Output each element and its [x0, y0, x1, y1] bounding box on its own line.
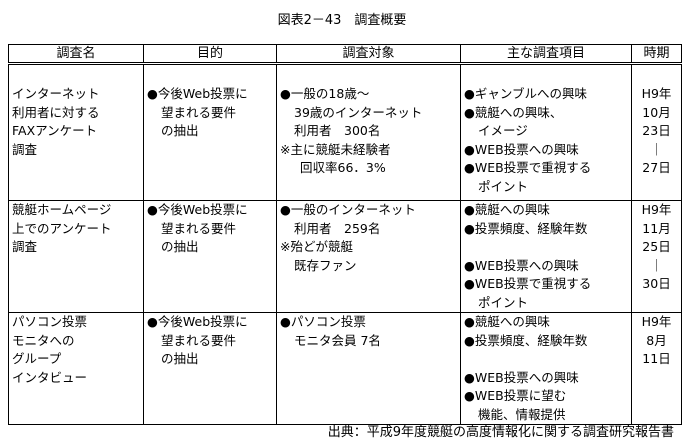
cell-purpose: ●今後Web投票に 望まれる要件 の抽出	[143, 63, 277, 201]
source-citation: 出典：平成9年度競艇の高度情報化に関する調査研究報告書	[327, 425, 674, 440]
header-items: 主な調査項目	[460, 44, 632, 65]
survey-overview-table: 調査名 目的 調査対象 主な調査項目 時期 インターネット 利用者に対する FA…	[8, 44, 682, 425]
cell-target: ●一般の18歳～ 39歳のインターネット 利用者 300名 ※主に競艇未経験者 …	[276, 63, 461, 201]
header-survey-name: 調査名	[8, 44, 144, 65]
cell-survey-name: パソコン投票 モニタへの グループ インタビュー	[8, 312, 144, 425]
cell-period: H9年 10月 23日 ｜ 27日	[631, 63, 682, 201]
cell-target: ●一般のインターネット 利用者 259名 ※殆どが競艇 既存ファン	[276, 200, 461, 313]
header-target: 調査対象	[276, 44, 461, 65]
header-period: 時期	[631, 44, 682, 65]
cell-survey-name: インターネット 利用者に対する FAXアンケート 調査	[8, 63, 144, 201]
table-row: 競艇ホームページ 上でのアンケート 調査 ●今後Web投票に 望まれる要件 の抽…	[8, 200, 682, 313]
cell-period: H9年 8月 11日	[631, 312, 682, 425]
header-purpose: 目的	[143, 44, 277, 65]
cell-items: ●ギャンブルへの興味 ●競艇への興味、 イメージ ●WEB投票への興味 ●WEB…	[460, 63, 632, 201]
figure-title: 図表2－43 調査概要	[277, 13, 407, 28]
cell-items: ●競艇への興味 ●投票頻度、経験年数 ●WEB投票への興味 ●WEB投票で重視す…	[460, 200, 632, 313]
cell-purpose: ●今後Web投票に 望まれる要件 の抽出	[143, 200, 277, 313]
cell-target: ●パソコン投票 モニタ会員 7名	[276, 312, 461, 425]
cell-items: ●競艇への興味 ●投票頻度、経験年数 ●WEB投票への興味 ●WEB投票に望む …	[460, 312, 632, 425]
header-row: 調査名 目的 調査対象 主な調査項目 時期	[8, 44, 682, 65]
cell-period: H9年 11月 25日 ｜ 30日	[631, 200, 682, 313]
cell-survey-name: 競艇ホームページ 上でのアンケート 調査	[8, 200, 144, 313]
table-row: インターネット 利用者に対する FAXアンケート 調査 ●今後Web投票に 望ま…	[8, 63, 682, 201]
cell-purpose: ●今後Web投票に 望まれる要件 の抽出	[143, 312, 277, 425]
table-row: パソコン投票 モニタへの グループ インタビュー ●今後Web投票に 望まれる要…	[8, 312, 682, 425]
